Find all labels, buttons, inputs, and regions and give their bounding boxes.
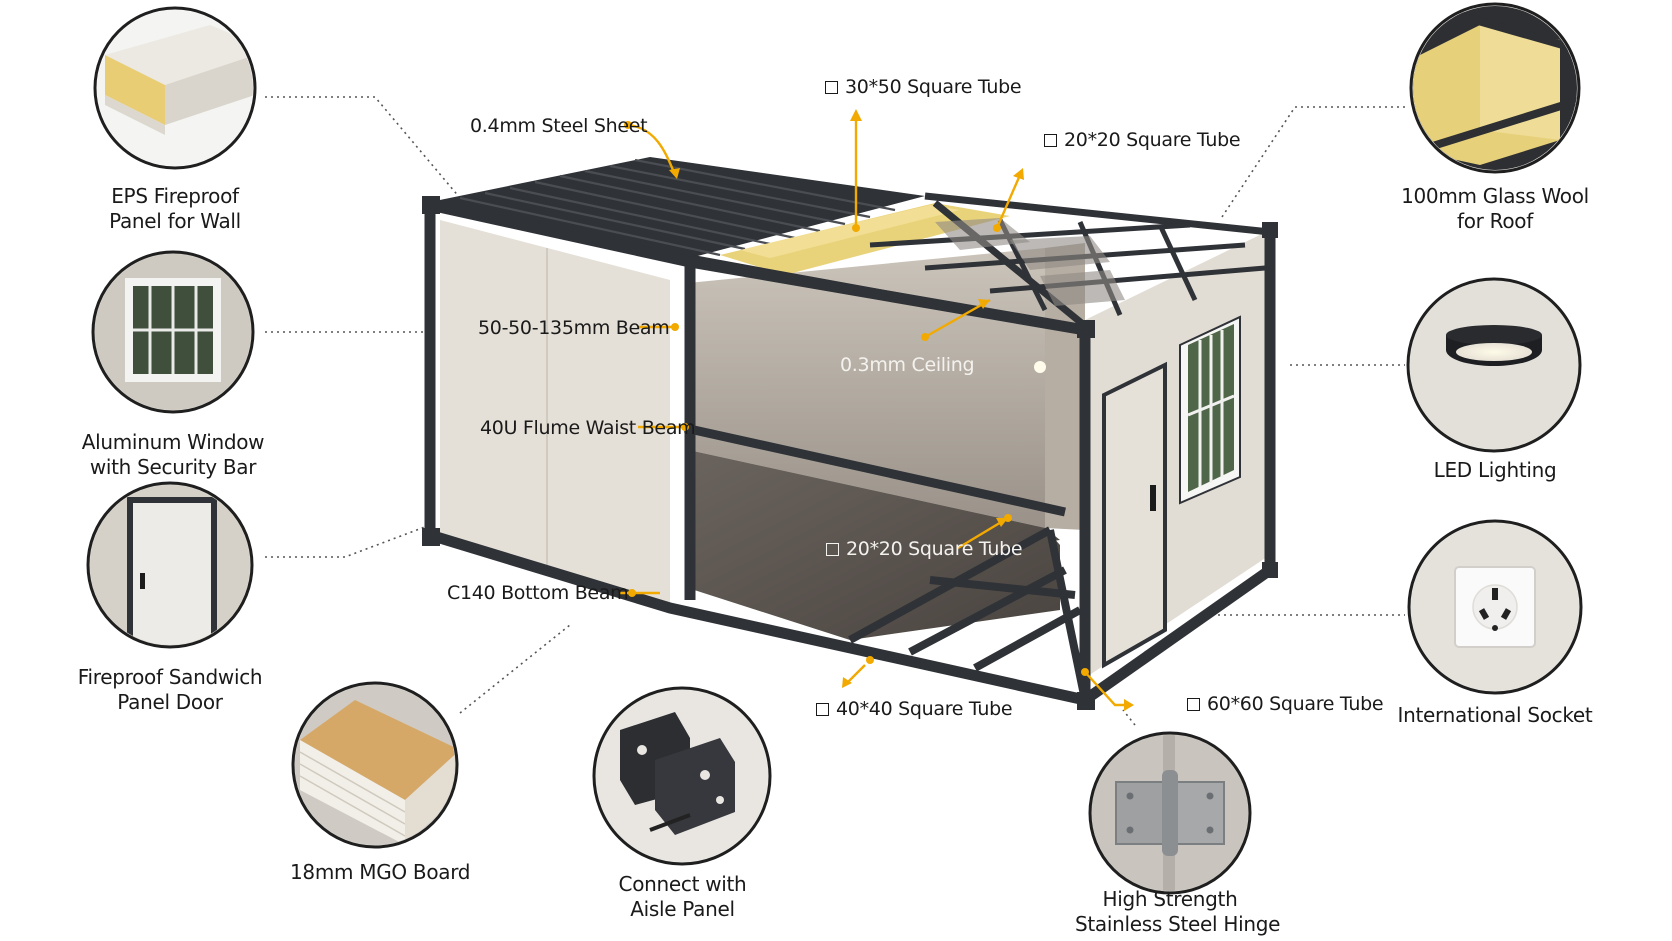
container-house [422,157,1278,710]
label-40x40-tube: 40*40 Square Tube [816,697,1013,721]
label-bottom-beam: C140 Bottom Beam [447,582,629,604]
square-icon [825,81,838,94]
square-icon [1187,698,1200,711]
caption-led: LED Lighting [1433,458,1557,482]
aisle-connector-icon [592,686,772,866]
label-ceiling: 0.3mm Ceiling [840,354,975,376]
square-icon [816,703,829,716]
hinge-icon [1088,731,1252,895]
panel-door-icon [86,481,254,649]
label-60x60-tube: 60*60 Square Tube [1187,692,1384,716]
label-20x20-tube-top: 20*20 Square Tube [1044,128,1241,152]
caption-mgo: 18mm MGO Board [290,860,471,884]
led-lighting-icon [1406,277,1582,453]
leader-lines [265,96,1405,726]
label-beam: 50-50-135mm Beam [478,317,670,339]
label-steel-sheet: 0.4mm Steel Sheet [470,115,648,137]
label-30x50-tube: 30*50 Square Tube [825,75,1022,99]
glass-wool-icon [1409,2,1581,174]
label-waist-beam: 40U Flume Waist Beam [480,417,696,439]
eps-panel-icon [93,6,257,170]
label-20x20-tube-floor: 20*20 Square Tube [826,537,1023,561]
square-icon [826,543,839,556]
international-socket-icon [1407,519,1583,695]
caption-socket: International Socket [1397,703,1593,727]
square-icon [1044,134,1057,147]
aluminum-window-icon [91,250,255,414]
mgo-board-icon [291,681,459,849]
callout-dots [624,121,1089,676]
